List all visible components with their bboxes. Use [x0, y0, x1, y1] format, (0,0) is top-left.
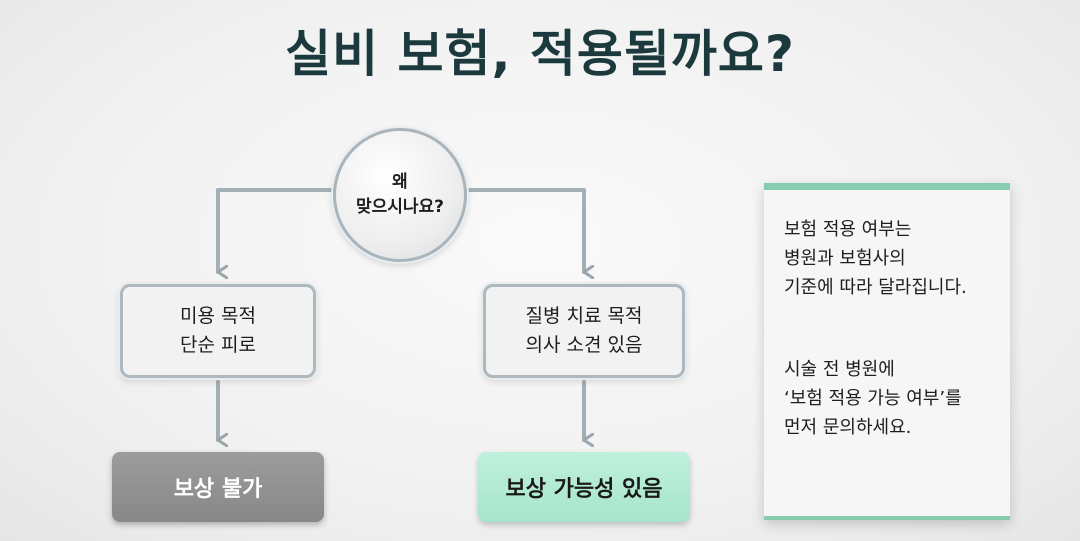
branch-left-connector	[216, 188, 338, 272]
branch-right-connector	[462, 188, 584, 272]
result-possibly-covered: 보상 가능성 있음	[478, 452, 690, 522]
note-p2-line-1: 시술 전 병원에	[784, 359, 895, 381]
page-title: 실비 보험, 적용될까요?	[285, 25, 795, 83]
note-p1-line-2: 병원과 보험사의	[784, 247, 906, 269]
question-line-2: 맞으시나요?	[355, 197, 445, 217]
condition-left-line-1: 미용 목적	[180, 304, 256, 327]
info-note-card: 보험 적용 여부는 병원과 보험사의 기준에 따라 달라집니다. 시술 전 병원…	[764, 183, 1010, 520]
note-paragraph-1: 보험 적용 여부는 병원과 보험사의 기준에 따라 달라집니다.	[784, 216, 992, 302]
note-p2-line-3: 먼저 문의하세요.	[784, 416, 912, 438]
question-line-1: 왜	[392, 171, 408, 192]
condition-right-line-2: 의사 소견 있음	[525, 334, 643, 356]
condition-right-line-1: 질병 치료 목적	[525, 304, 643, 327]
note-paragraph-2: 시술 전 병원에 ‘보험 적용 가능 여부’를 먼저 문의하세요.	[784, 356, 992, 442]
note-p1-line-3: 기준에 따라 달라집니다.	[784, 276, 967, 298]
condition-box-medical: 질병 치료 목적 의사 소견 있음	[483, 284, 685, 378]
note-p2-line-2: ‘보험 적용 가능 여부’를	[784, 388, 962, 410]
note-p1-line-1: 보험 적용 여부는	[784, 219, 912, 240]
question-node: 왜 맞으시나요?	[333, 128, 467, 262]
condition-left-line-2: 단순 피로	[180, 334, 256, 356]
condition-box-cosmetic: 미용 목적 단순 피로	[120, 284, 316, 378]
result-not-covered: 보상 불가	[112, 452, 324, 522]
